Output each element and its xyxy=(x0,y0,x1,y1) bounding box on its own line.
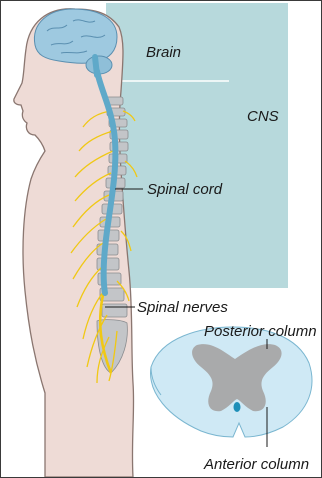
brain-label: Brain xyxy=(146,45,181,60)
cns-label: CNS xyxy=(247,109,279,124)
spinal-cord-label: Spinal cord xyxy=(147,182,222,197)
posterior-column-label: Posterior column xyxy=(204,324,317,339)
spinal-nerves-label: Spinal nerves xyxy=(137,300,228,315)
anterior-column-label: Anterior column xyxy=(204,457,309,472)
cord-cross-section xyxy=(151,327,312,447)
body-silhouette xyxy=(14,9,134,477)
central-canal xyxy=(234,402,241,412)
cns-panel xyxy=(106,3,288,288)
